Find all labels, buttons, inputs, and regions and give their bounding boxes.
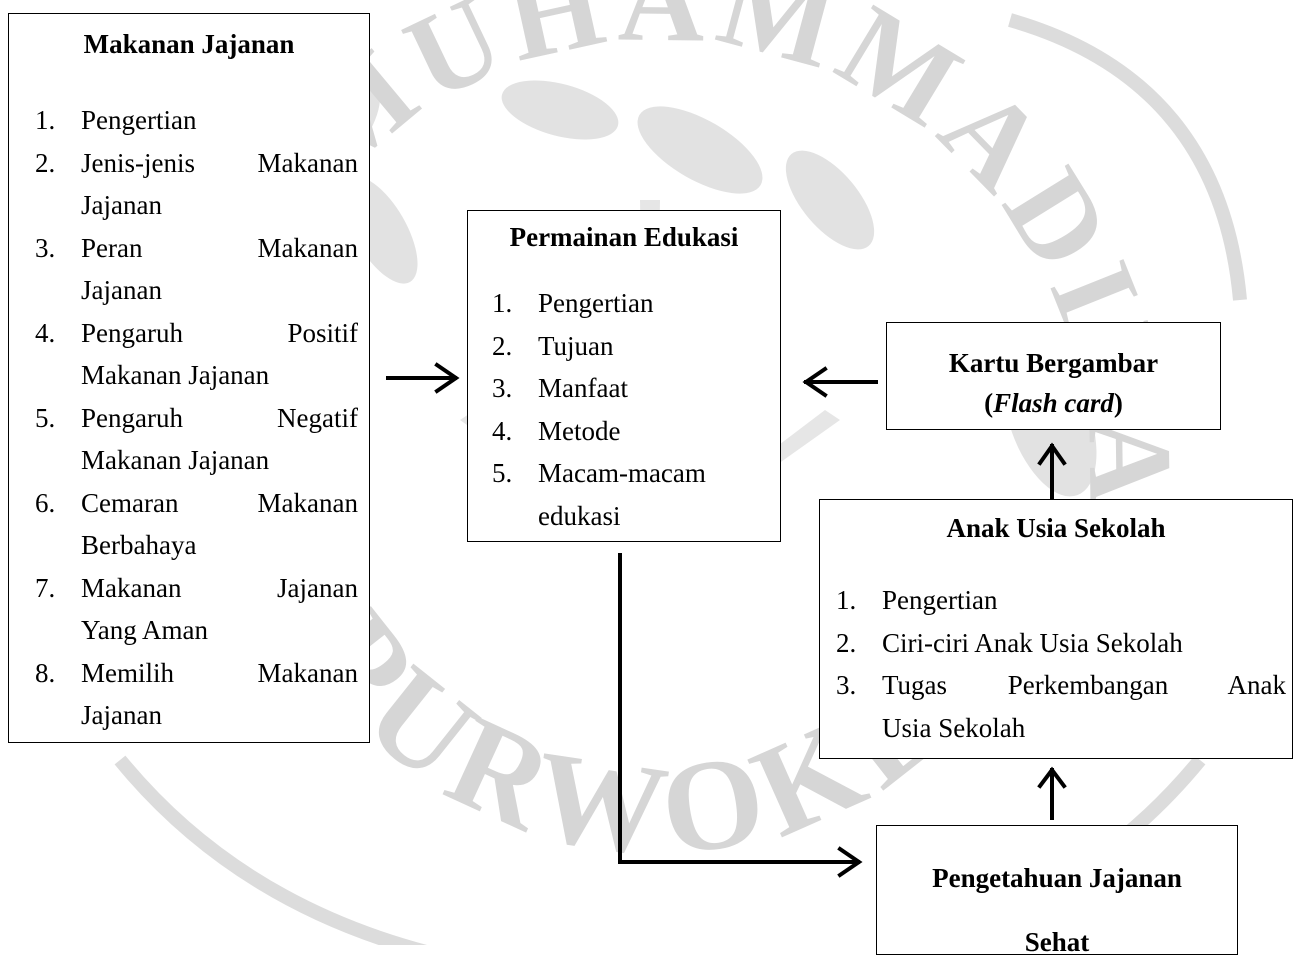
makanan-jajanan-box: Makanan Jajanan 1.Pengertian 2.Jenis-jen… (8, 13, 370, 743)
list-item: 2.Tujuan (492, 330, 614, 361)
permainan-edukasi-list: 1.Pengertian 2.Tujuan 3.Manfaat 4.Metode… (492, 282, 772, 537)
pengetahuan-title-line1: Pengetahuan Jajanan (932, 863, 1182, 893)
permainan-edukasi-box: Permainan Edukasi 1.Pengertian 2.Tujuan … (467, 210, 781, 542)
permainan-edukasi-title: Permainan Edukasi (509, 222, 739, 252)
list-item: 1.Pengertian (492, 288, 654, 318)
anak-usia-sekolah-box: Anak Usia Sekolah 1.Pengertian 2.Ciri-ci… (819, 499, 1293, 759)
anak-usia-sekolah-title: Anak Usia Sekolah (946, 513, 1166, 543)
list-item: 2.Ciri-ciri Anak Usia Sekolah (836, 627, 1183, 658)
pengetahuan-jajanan-sehat-box: Pengetahuan Jajanan Sehat (876, 825, 1238, 957)
makanan-jajanan-title: Makanan Jajanan (83, 29, 295, 59)
kartu-bergambar-title-line1: Kartu Bergambar (948, 348, 1159, 378)
list-item: 1.Pengertian (836, 585, 998, 615)
list-item: 3.Manfaat (492, 373, 628, 403)
kartu-bergambar-title: Kartu Bergambar (Flash card) (887, 343, 1220, 423)
pengetahuan-jajanan-sehat-title: Pengetahuan Jajanan Sehat (877, 846, 1237, 974)
list-item: 4.Metode (492, 415, 621, 446)
kartu-bergambar-title-line2: (Flash card) (984, 388, 1123, 418)
list-item: 1.Pengertian (35, 105, 197, 135)
anak-usia-sekolah-list: 1.Pengertian 2.Ciri-ciri Anak Usia Sekol… (836, 579, 1286, 749)
pengetahuan-title-line2: Sehat (1024, 927, 1090, 957)
kartu-bergambar-box: Kartu Bergambar (Flash card) (886, 322, 1221, 430)
